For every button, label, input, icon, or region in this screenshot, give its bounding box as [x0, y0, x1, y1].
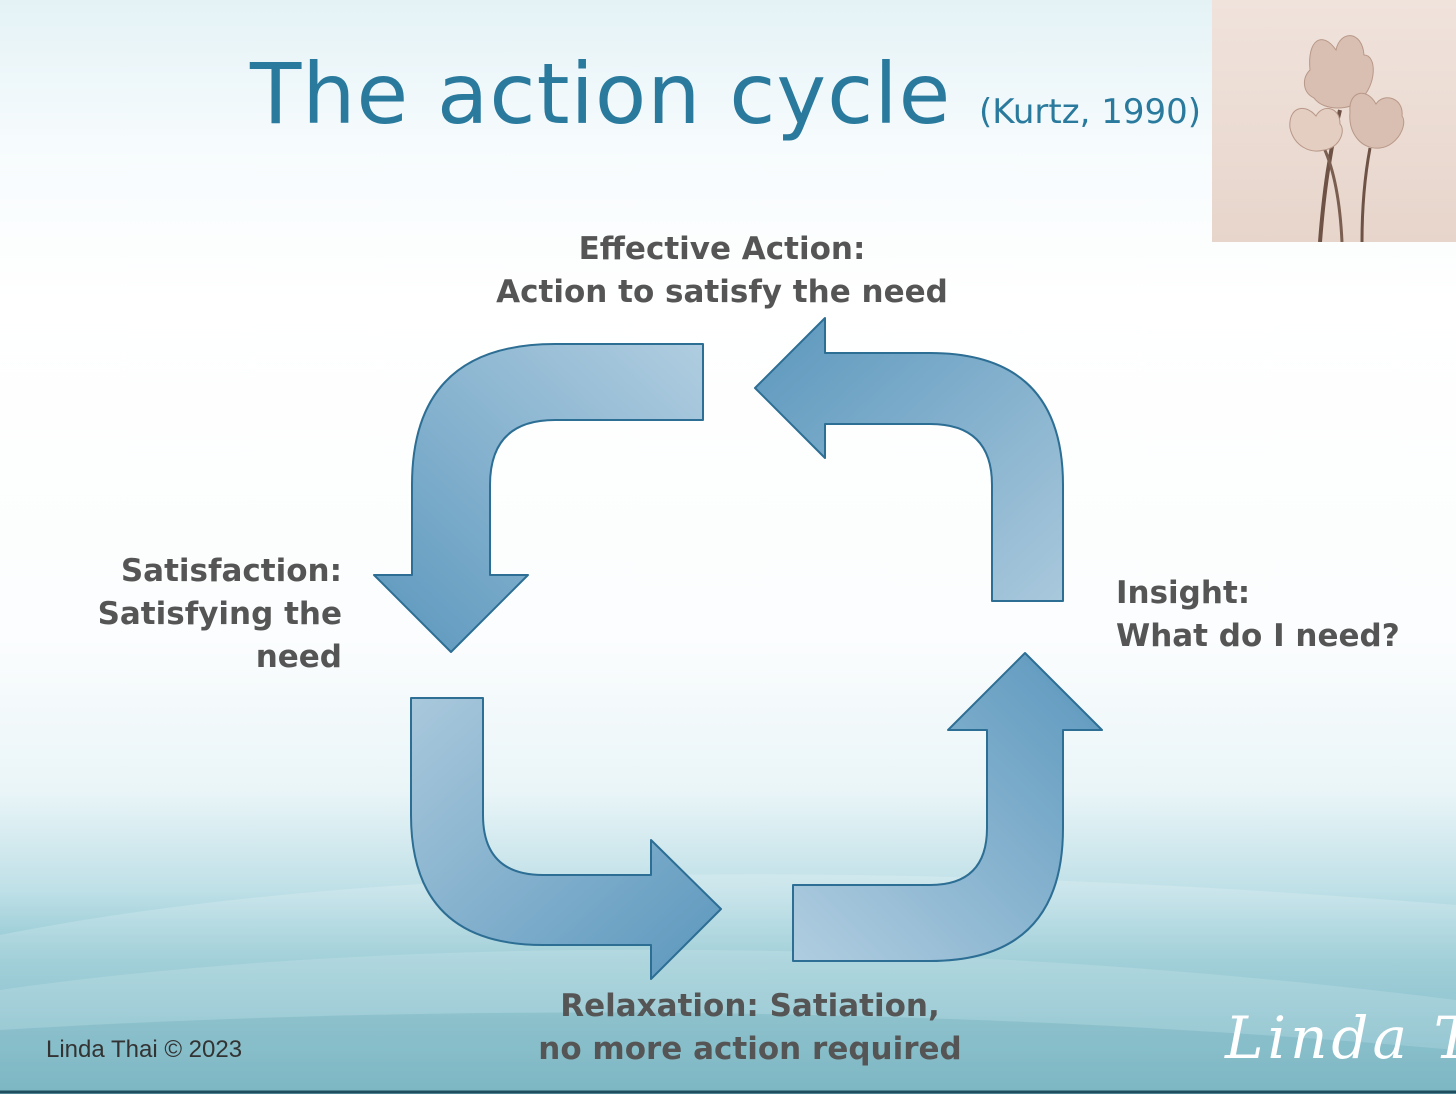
stage-satisfaction-heading: Satisfaction:	[120, 553, 342, 589]
slide-title: The action cycle (Kurtz, 1990)	[250, 44, 1201, 162]
stage-effective-action-heading: Effective Action:	[578, 231, 866, 267]
anemone-flowers-photo	[1212, 0, 1456, 243]
copyright-notice: Linda Thai © 2023	[46, 1036, 243, 1063]
stage-satisfaction-desc-2: need	[255, 639, 342, 675]
arrow-bottom-right	[792, 652, 1103, 962]
author-signature: Linda Thai	[1225, 1004, 1456, 1072]
stage-insight-desc: What do I need?	[1116, 618, 1400, 654]
title-main: The action cycle	[250, 45, 952, 143]
stage-insight: Insight: What do I need?	[1116, 572, 1446, 658]
stage-relaxation-desc: no more action required	[538, 1031, 962, 1067]
stage-satisfaction: Satisfaction: Satisfying the need	[60, 550, 342, 679]
arrow-top-right	[754, 317, 1064, 602]
arrow-bottom-left	[410, 697, 722, 980]
stage-insight-heading: Insight:	[1116, 575, 1251, 611]
stage-relaxation-heading: Relaxation: Satiation,	[560, 988, 940, 1024]
stage-effective-action: Effective Action: Action to satisfy the …	[470, 228, 974, 314]
stage-relaxation: Relaxation: Satiation, no more action re…	[490, 985, 1010, 1071]
flower-illustration	[1289, 35, 1405, 243]
arrow-top-left	[373, 343, 704, 653]
title-citation: (Kurtz, 1990)	[979, 92, 1201, 132]
stage-satisfaction-desc-1: Satisfying the	[97, 596, 342, 632]
stage-effective-action-desc: Action to satisfy the need	[496, 274, 948, 310]
